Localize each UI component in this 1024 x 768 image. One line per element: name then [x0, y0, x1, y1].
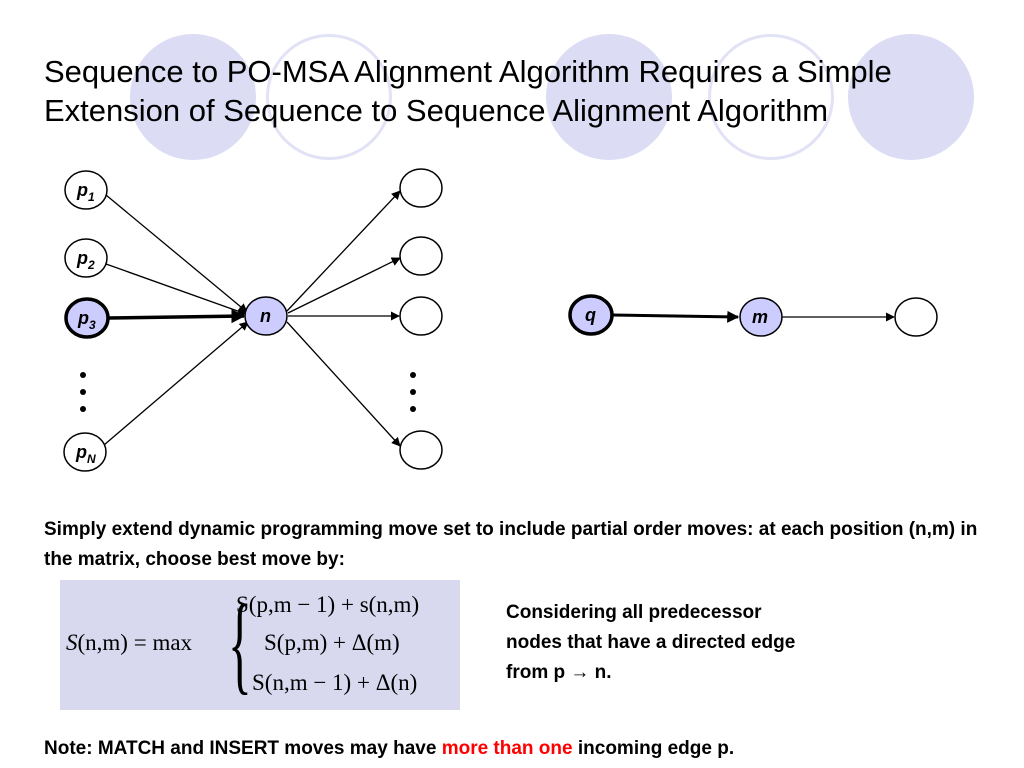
edge-q-m [611, 310, 740, 323]
edge-p3-n [107, 309, 246, 324]
footnote-suffix: incoming edge p. [572, 738, 735, 759]
ellipsis-left [80, 372, 86, 412]
edge-p1-n [105, 194, 248, 313]
svg-text:p2: p2 [76, 248, 95, 272]
formula-case-2: S(p,m) + Δ(m) [264, 630, 400, 655]
ellipsis-right [410, 372, 416, 412]
node-successor [399, 168, 443, 208]
node-m-label: m [752, 307, 768, 327]
node-q-label: q [585, 305, 596, 325]
recurrence-formula: S(n,m) = max { S(p,m − 1) + s(n,m) S(p,m… [60, 580, 460, 710]
edge-n-succ4 [286, 321, 401, 447]
node-successor [399, 236, 443, 276]
formula-lhs-args: (n,m) [77, 630, 128, 655]
side-note: Considering all predecessor nodes that h… [506, 602, 796, 683]
decor-circle [848, 34, 974, 160]
node-pN-sub: N [87, 452, 96, 466]
decor-circle [708, 34, 834, 160]
formula-lhs: S(n,m) = max [66, 630, 192, 656]
node-p2-sub: 2 [87, 258, 95, 272]
node-pN: pN [63, 432, 107, 472]
formula-lhs-fn: S [66, 630, 78, 655]
edge-n-succ1 [286, 190, 401, 312]
footnote-prefix: Note: MATCH and INSERT moves may have [44, 738, 442, 759]
decor-circle [130, 34, 256, 160]
svg-text:p3: p3 [77, 308, 96, 332]
node-successor [399, 430, 443, 470]
formula-case-3: S(n,m − 1) + Δ(n) [252, 670, 418, 695]
edge-p2-n [105, 263, 247, 316]
svg-text:p1: p1 [76, 180, 95, 204]
node-m: m [739, 297, 783, 337]
node-p1: p1 [64, 170, 108, 210]
body-text: Simply extend dynamic programming move s… [44, 519, 978, 570]
formula-case-1: S(p,m − 1) + s(n,m) [236, 592, 420, 617]
node-p3: p3 [64, 297, 110, 339]
node-q: q [568, 294, 614, 336]
decor-circle [266, 34, 392, 160]
svg-text:pN: pN [75, 442, 96, 466]
decor-circle [546, 34, 672, 160]
node-p2-base: p [76, 248, 88, 268]
node-pN-base: p [75, 442, 87, 462]
footnote-highlight: more than one [441, 738, 573, 759]
title-line-1: Sequence to PO-MSA Alignment Algorithm R… [44, 54, 892, 89]
node-p3-sub: 3 [89, 318, 96, 332]
node-p3-base: p [77, 308, 89, 328]
node-p1-base: p [76, 180, 88, 200]
node-n: n [244, 296, 288, 336]
formula-lhs-op: = max [133, 630, 193, 655]
title-line-2: Extension of Sequence to Sequence Alignm… [44, 93, 829, 128]
node-successor-right [894, 297, 938, 337]
node-p1-sub: 1 [88, 190, 95, 204]
node-p2: p2 [64, 238, 108, 278]
footnote: Note: MATCH and INSERT moves may have mo… [44, 736, 1004, 762]
edge-pN-n [103, 321, 249, 446]
node-n-label: n [260, 306, 271, 326]
node-successor [399, 296, 443, 336]
formula-brace: { [228, 582, 252, 704]
slide-title: Sequence to PO-MSA Alignment Algorithm R… [44, 52, 1004, 130]
edge-n-succ2 [287, 257, 401, 314]
